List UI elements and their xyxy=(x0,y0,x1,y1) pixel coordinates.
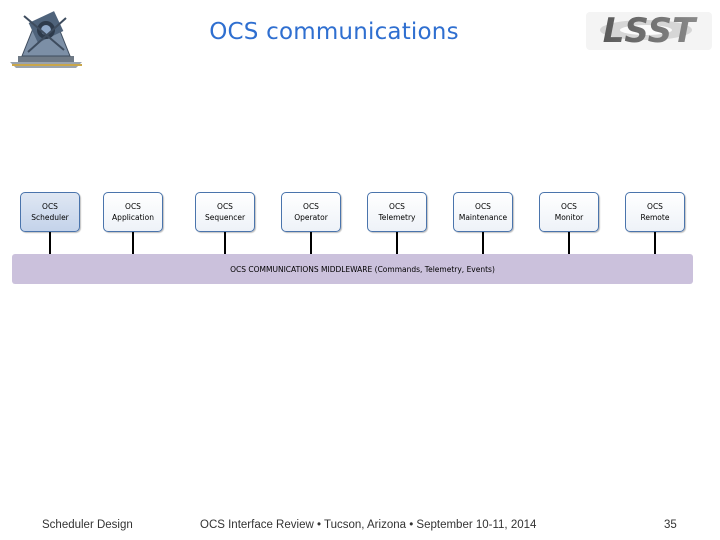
slide-title: OCS communications xyxy=(209,19,459,45)
application-connector xyxy=(132,232,134,254)
telemetry-connector xyxy=(396,232,398,254)
middleware-bar: OCS COMMUNICATIONS MIDDLEWARE (Commands,… xyxy=(12,254,693,284)
lsst-logo: LSST xyxy=(586,11,712,51)
box-line2: Telemetry xyxy=(378,213,416,222)
ocs-application-box: OCS Application xyxy=(103,192,163,232)
box-line2: Maintenance xyxy=(458,213,508,222)
box-line1: OCS xyxy=(303,202,319,211)
box-line1: OCS xyxy=(125,202,141,211)
box-line2: Operator xyxy=(294,213,328,222)
operator-connector xyxy=(310,232,312,254)
footer-center: OCS Interface Review • Tucson, Arizona •… xyxy=(200,519,537,531)
page-number: 35 xyxy=(664,519,677,531)
ocs-monitor-box: OCS Monitor xyxy=(539,192,599,232)
sequencer-connector xyxy=(224,232,226,254)
ocs-operator-box: OCS Operator xyxy=(281,192,341,232)
box-line1: OCS xyxy=(217,202,233,211)
box-line2: Scheduler xyxy=(31,213,69,222)
maintenance-connector xyxy=(482,232,484,254)
remote-connector xyxy=(654,232,656,254)
lsst-logo-text: LSST xyxy=(603,11,698,51)
box-line2: Remote xyxy=(640,213,670,222)
telescope-logo xyxy=(4,6,88,72)
scheduler-connector xyxy=(49,232,51,254)
middleware-label: OCS COMMUNICATIONS MIDDLEWARE (Commands,… xyxy=(230,264,495,274)
box-line1: OCS xyxy=(561,202,577,211)
box-line2: Monitor xyxy=(554,213,584,222)
box-line1: OCS xyxy=(42,202,58,211)
ocs-telemetry-box: OCS Telemetry xyxy=(367,192,427,232)
box-line1: OCS xyxy=(475,202,491,211)
monitor-connector xyxy=(568,232,570,254)
ocs-maintenance-box: OCS Maintenance xyxy=(453,192,513,232)
ocs-sequencer-box: OCS Sequencer xyxy=(195,192,255,232)
footer-left: Scheduler Design xyxy=(42,519,133,531)
box-line2: Application xyxy=(112,213,154,222)
box-line2: Sequencer xyxy=(204,213,246,222)
box-line1: OCS xyxy=(647,202,663,211)
ocs-remote-box: OCS Remote xyxy=(625,192,685,232)
box-line1: OCS xyxy=(389,202,405,211)
ocs-scheduler-box: OCS Scheduler xyxy=(20,192,80,232)
